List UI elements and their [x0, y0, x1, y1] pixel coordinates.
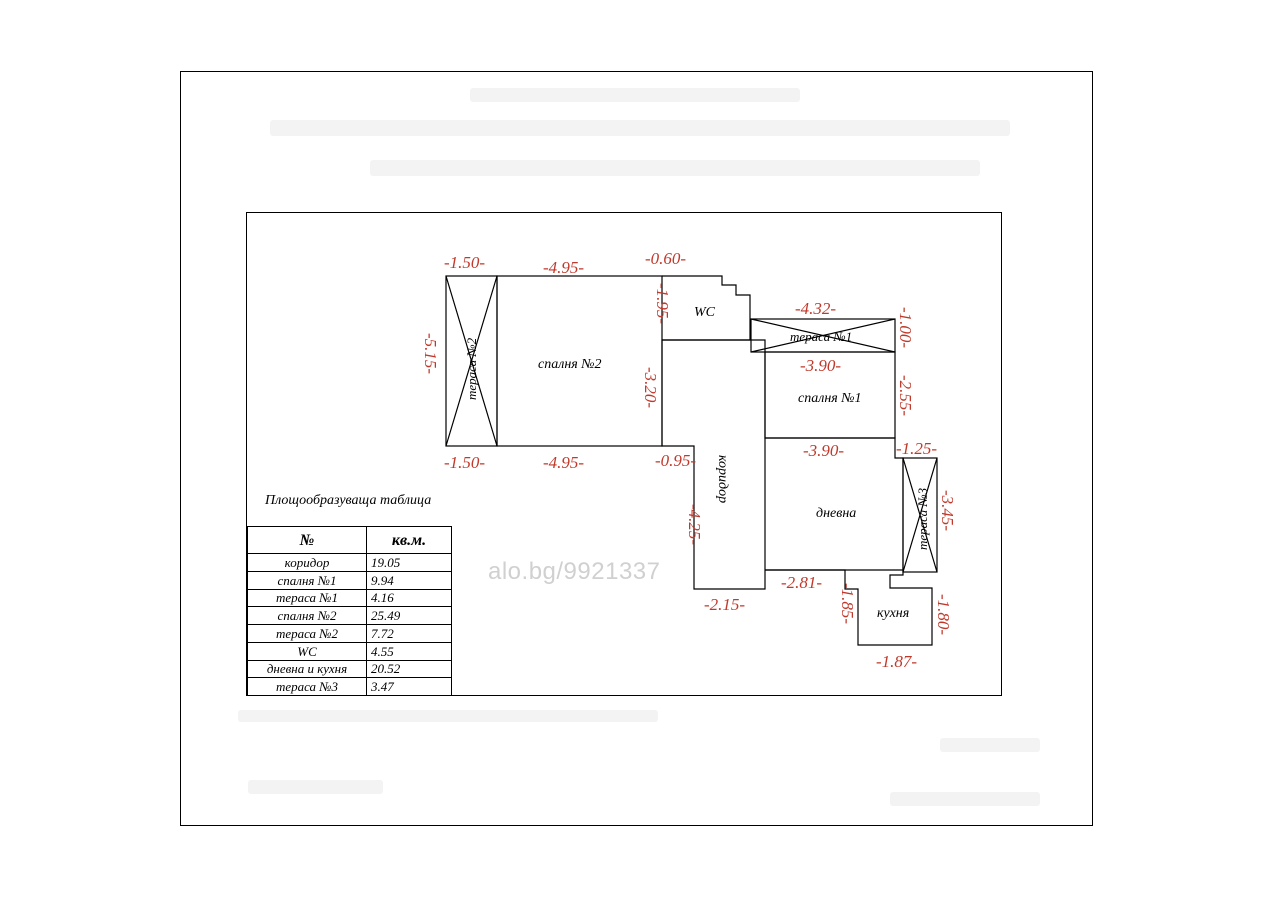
faded-header-line-2 [270, 120, 1010, 136]
dim-corridor-side: -4.25- [685, 504, 704, 545]
row-name: тераса №1 [247, 588, 367, 608]
row-name: коридор [247, 553, 367, 572]
dim-kitchen-left: -1.85- [838, 583, 857, 624]
dim-bedroom2-side: -3.20- [641, 367, 660, 408]
dim-bedroom2-top: -4.95- [543, 258, 584, 277]
faded-author-name [890, 792, 1040, 806]
faded-scale-line [238, 710, 658, 722]
dim-bedroom1-top: -3.90- [800, 356, 841, 375]
terrace-3 [902, 457, 938, 573]
label-wc: WC [694, 305, 716, 320]
row-name: дневна и кухня [247, 659, 367, 679]
row-area: 4.16 [366, 588, 452, 608]
table-row: тераса №1 4.16 [247, 588, 452, 608]
dim-terrace2-bottom: -1.50- [444, 453, 485, 472]
row-area: 9.94 [366, 570, 452, 590]
row-name: тераса №3 [247, 677, 367, 696]
table-row: коридор 19.05 [247, 553, 452, 572]
header-area: кв.м. [366, 526, 452, 554]
label-corridor: коридор [715, 455, 730, 503]
table-row: WC 4.55 [247, 641, 452, 661]
faded-author-label [940, 738, 1040, 752]
dim-terrace1-side: -1.00- [896, 307, 915, 348]
table-row: дневна и кухня 20.52 [247, 659, 452, 679]
label-terrace-3: тераса №3 [915, 487, 930, 550]
label-bedroom-1: спалня №1 [798, 391, 861, 406]
watermark: alo.bg/9921337 [488, 558, 661, 585]
faded-header-line-3 [370, 160, 980, 176]
dim-terrace2-side: -5.15- [421, 333, 440, 374]
row-area: 19.05 [366, 553, 452, 572]
row-name: WC [247, 641, 367, 661]
row-area: 4.55 [366, 641, 452, 661]
wc-room [662, 275, 751, 341]
dim-terrace3-side: -3.45- [938, 490, 957, 531]
area-table-title: Площообразуваща таблица [265, 493, 432, 508]
dim-terrace3-top: -1.25- [896, 439, 937, 458]
table-row: спалня №2 25.49 [247, 606, 452, 625]
faded-header-line-1 [470, 88, 800, 102]
dim-terrace1-top: -4.32- [795, 299, 836, 318]
drawing-sheet [180, 71, 1093, 826]
header-number: № [247, 526, 367, 554]
dim-wc-side: -1.95- [653, 283, 672, 324]
row-name: спалня №1 [247, 570, 367, 590]
dim-corridor-bottom: -2.15- [704, 595, 745, 614]
row-area: 3.47 [366, 677, 452, 696]
dim-corridor-top: -0.95- [655, 451, 696, 470]
label-kitchen: кухня [877, 606, 909, 621]
dim-bedroom2-bottom: -4.95- [543, 453, 584, 472]
dim-wc-top: -0.60- [645, 249, 686, 268]
dim-terrace2-top: -1.50- [444, 253, 485, 272]
label-terrace-2: тераса №2 [464, 337, 479, 400]
kitchen [765, 569, 933, 646]
dim-kitchen-top: -2.81- [781, 573, 822, 592]
dim-kitchen-right: -1.80- [934, 594, 953, 635]
faded-date [248, 780, 383, 794]
row-area: 25.49 [366, 606, 452, 625]
corridor [661, 339, 766, 590]
table-header-row: № кв.м. [247, 526, 452, 554]
dim-bedroom1-side: -2.55- [896, 375, 915, 416]
row-name: спалня №2 [247, 606, 367, 625]
dim-kitchen-bottom: -1.87- [876, 652, 917, 671]
area-table: № кв.м. коридор 19.05 спалня №1 9.94 тер… [247, 526, 452, 696]
dim-bedroom1-bottom: -3.90- [803, 441, 844, 460]
plan-frame [246, 212, 1002, 696]
row-area: 20.52 [366, 659, 452, 679]
living-room [765, 437, 904, 571]
row-name: тераса №2 [247, 624, 367, 643]
table-row: тераса №2 7.72 [247, 624, 452, 643]
label-bedroom-2: спалня №2 [538, 357, 601, 372]
table-row: спалня №1 9.94 [247, 570, 452, 590]
table-row: тераса №3 3.47 [247, 677, 452, 696]
label-living: дневна [816, 506, 856, 521]
label-terrace-1: тераса №1 [790, 329, 852, 344]
row-area: 7.72 [366, 624, 452, 643]
